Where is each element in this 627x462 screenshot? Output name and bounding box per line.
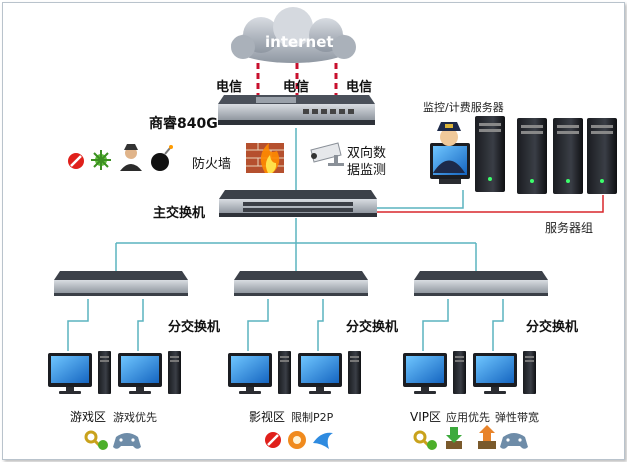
thunder-bird-icon [313,432,333,449]
pc-vip-2-icon [473,351,536,394]
core-switch-label: 主交换机 [153,206,206,221]
hacker-icon [120,144,142,171]
surveillance-camera-icon [310,142,344,166]
virus-icon [91,150,111,170]
monitor-label-line1: 双向数 [347,146,387,161]
key-check-icon [84,430,108,451]
bomb-icon [151,145,173,171]
zone-game-feature: 游戏优先 [113,411,157,424]
monitoring-server-icon [430,116,505,192]
monitor-label-line2: 据监测 [347,163,387,178]
download-priority-icon [446,427,462,449]
key-check-vip-icon [413,430,437,451]
block-p2p-icon [265,432,281,448]
branch-switch-label-game: 分交换机 [168,320,221,335]
pc-vip-1-icon [403,351,466,394]
router-icon [218,95,375,125]
branch-switch-vip-icon [414,271,548,296]
block-icon [68,153,84,169]
bandwidth-icon [478,425,496,449]
zone-vip-feature2: 弹性带宽 [495,411,539,424]
cable-lines [67,128,504,351]
zone-vip-name: VIP区 [410,410,441,424]
cable-pc1 [67,299,89,351]
router-label: 商睿840G [149,116,218,132]
isp-label-3: 电信 [346,80,373,95]
server-group-label: 服务器组 [545,221,594,235]
gamepad-vip-icon [500,433,528,449]
internet-cloud-icon [231,7,356,63]
core-to-server-group-cable [377,195,604,213]
isp-dashed-links [256,63,338,95]
pc-video-2-icon [298,351,361,394]
gamepad-icon [113,433,141,449]
pc-video-1-icon [228,351,291,394]
branch-switch-video-icon [234,271,368,296]
firewall-label: 防火墙 [192,157,232,172]
zone-game-name: 游戏区 [70,410,107,424]
internet-label: internet [265,33,334,51]
branch-switch-game-icon [54,271,188,296]
zone-vip-feature: 应用优先 [446,411,490,424]
server-group-icon [517,118,617,194]
pc-game-1-icon [48,351,111,394]
isp-label-2: 电信 [283,80,310,95]
zone-video-name: 影视区 [249,410,286,424]
p2p-app-icon [288,431,306,449]
isp-label-1: 电信 [216,80,243,95]
firewall-icon [246,143,284,173]
server-monitor-label: 监控/计费服务器 [423,101,504,114]
core-switch-icon [219,190,377,217]
branch-switch-label-video: 分交换机 [346,320,399,335]
diagram-canvas [48,7,617,451]
pc-game-2-icon [118,351,181,394]
branch-switch-label-vip: 分交换机 [526,320,579,335]
core-to-monitor-cable [377,190,464,209]
zone-video-feature: 限制P2P [291,411,334,424]
